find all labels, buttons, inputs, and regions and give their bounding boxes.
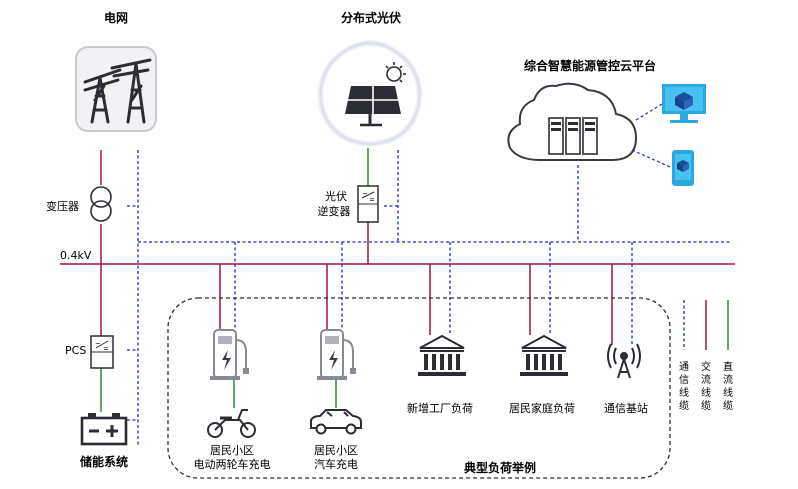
svg-text:线: 线 (679, 386, 689, 399)
dc-lines (100, 148, 369, 412)
svg-text:线: 线 (701, 386, 711, 399)
loads-group-title: 典型负荷举例 (464, 460, 536, 475)
label-transformer: 变压器 (46, 199, 79, 213)
svg-text:直: 直 (723, 360, 733, 373)
load-ev-car-line2: 汽车充电 (314, 457, 358, 471)
title-grid: 电网 (104, 10, 128, 25)
svg-text:=: = (103, 345, 109, 353)
sun-icon (385, 62, 406, 83)
car-icon (310, 409, 362, 435)
tower-icon (83, 58, 152, 124)
load-ev-car-line1: 居民小区 (314, 444, 358, 457)
load-ev-bike-line1: 居民小区 (210, 444, 254, 457)
ev-charger-icon-bike (210, 329, 249, 380)
antenna-icon (607, 343, 641, 379)
svg-text:~: ~ (362, 190, 368, 198)
title-pv: 分布式光伏 (341, 10, 401, 25)
loads-group-frame (167, 297, 671, 479)
svg-text:缆: 缆 (701, 399, 711, 412)
solar-panel-icon (345, 86, 401, 127)
label-pv-inverter-line1: 光伏 (325, 189, 347, 203)
svg-text:缆: 缆 (679, 399, 689, 412)
grid-tower (75, 46, 157, 132)
load-telecom: 通信基站 (604, 401, 648, 415)
transformer-icon (90, 186, 112, 222)
legend: 通 信 线 缆 交 流 线 缆 直 流 线 缆 (679, 300, 733, 412)
svg-text:信: 信 (679, 374, 689, 386)
cloud-monitor-link (635, 103, 663, 121)
cloud-phone-link (631, 149, 671, 168)
label-storage: 储能系统 (80, 454, 128, 469)
pv-panel (317, 40, 423, 148)
svg-text:线: 线 (723, 386, 733, 399)
ev-charger-icon-car (317, 329, 356, 380)
legend-ac-label: 交 流 线 缆 (701, 360, 711, 412)
svg-text:缆: 缆 (723, 399, 733, 412)
cloud-platform (507, 82, 638, 161)
legend-comm-label: 通 信 线 缆 (679, 361, 689, 412)
label-bus: 0.4kV (60, 249, 92, 262)
label-pv-inverter-line2: 逆变器 (318, 204, 351, 218)
legend-dc-label: 直 流 线 缆 (723, 360, 733, 412)
label-pcs: PCS (65, 344, 86, 357)
comm-lines (127, 150, 730, 445)
residential-building-icon (520, 334, 568, 376)
scooter-icon (207, 409, 256, 438)
svg-text:=: = (369, 196, 375, 204)
load-ev-bike-line2: 电动两轮车充电 (194, 457, 271, 471)
svg-text:交: 交 (701, 360, 711, 373)
factory-building-icon (418, 334, 466, 376)
svg-text:~: ~ (95, 340, 101, 348)
server-rack-icon (548, 117, 598, 155)
load-factory: 新增工厂负荷 (407, 401, 473, 415)
battery-icon (80, 413, 128, 446)
monitor-icon (662, 84, 706, 123)
pcs-icon: ~ = (90, 335, 114, 369)
title-cloud: 综合智慧能源管控云平台 (524, 58, 656, 73)
svg-text:流: 流 (701, 373, 711, 386)
svg-text:流: 流 (723, 373, 733, 386)
ac-lines (60, 150, 735, 345)
load-residential: 居民家庭负荷 (509, 401, 575, 415)
svg-text:通: 通 (679, 361, 689, 373)
phone-icon (672, 150, 694, 186)
pv-inverter-icon: ~ = (357, 185, 379, 223)
